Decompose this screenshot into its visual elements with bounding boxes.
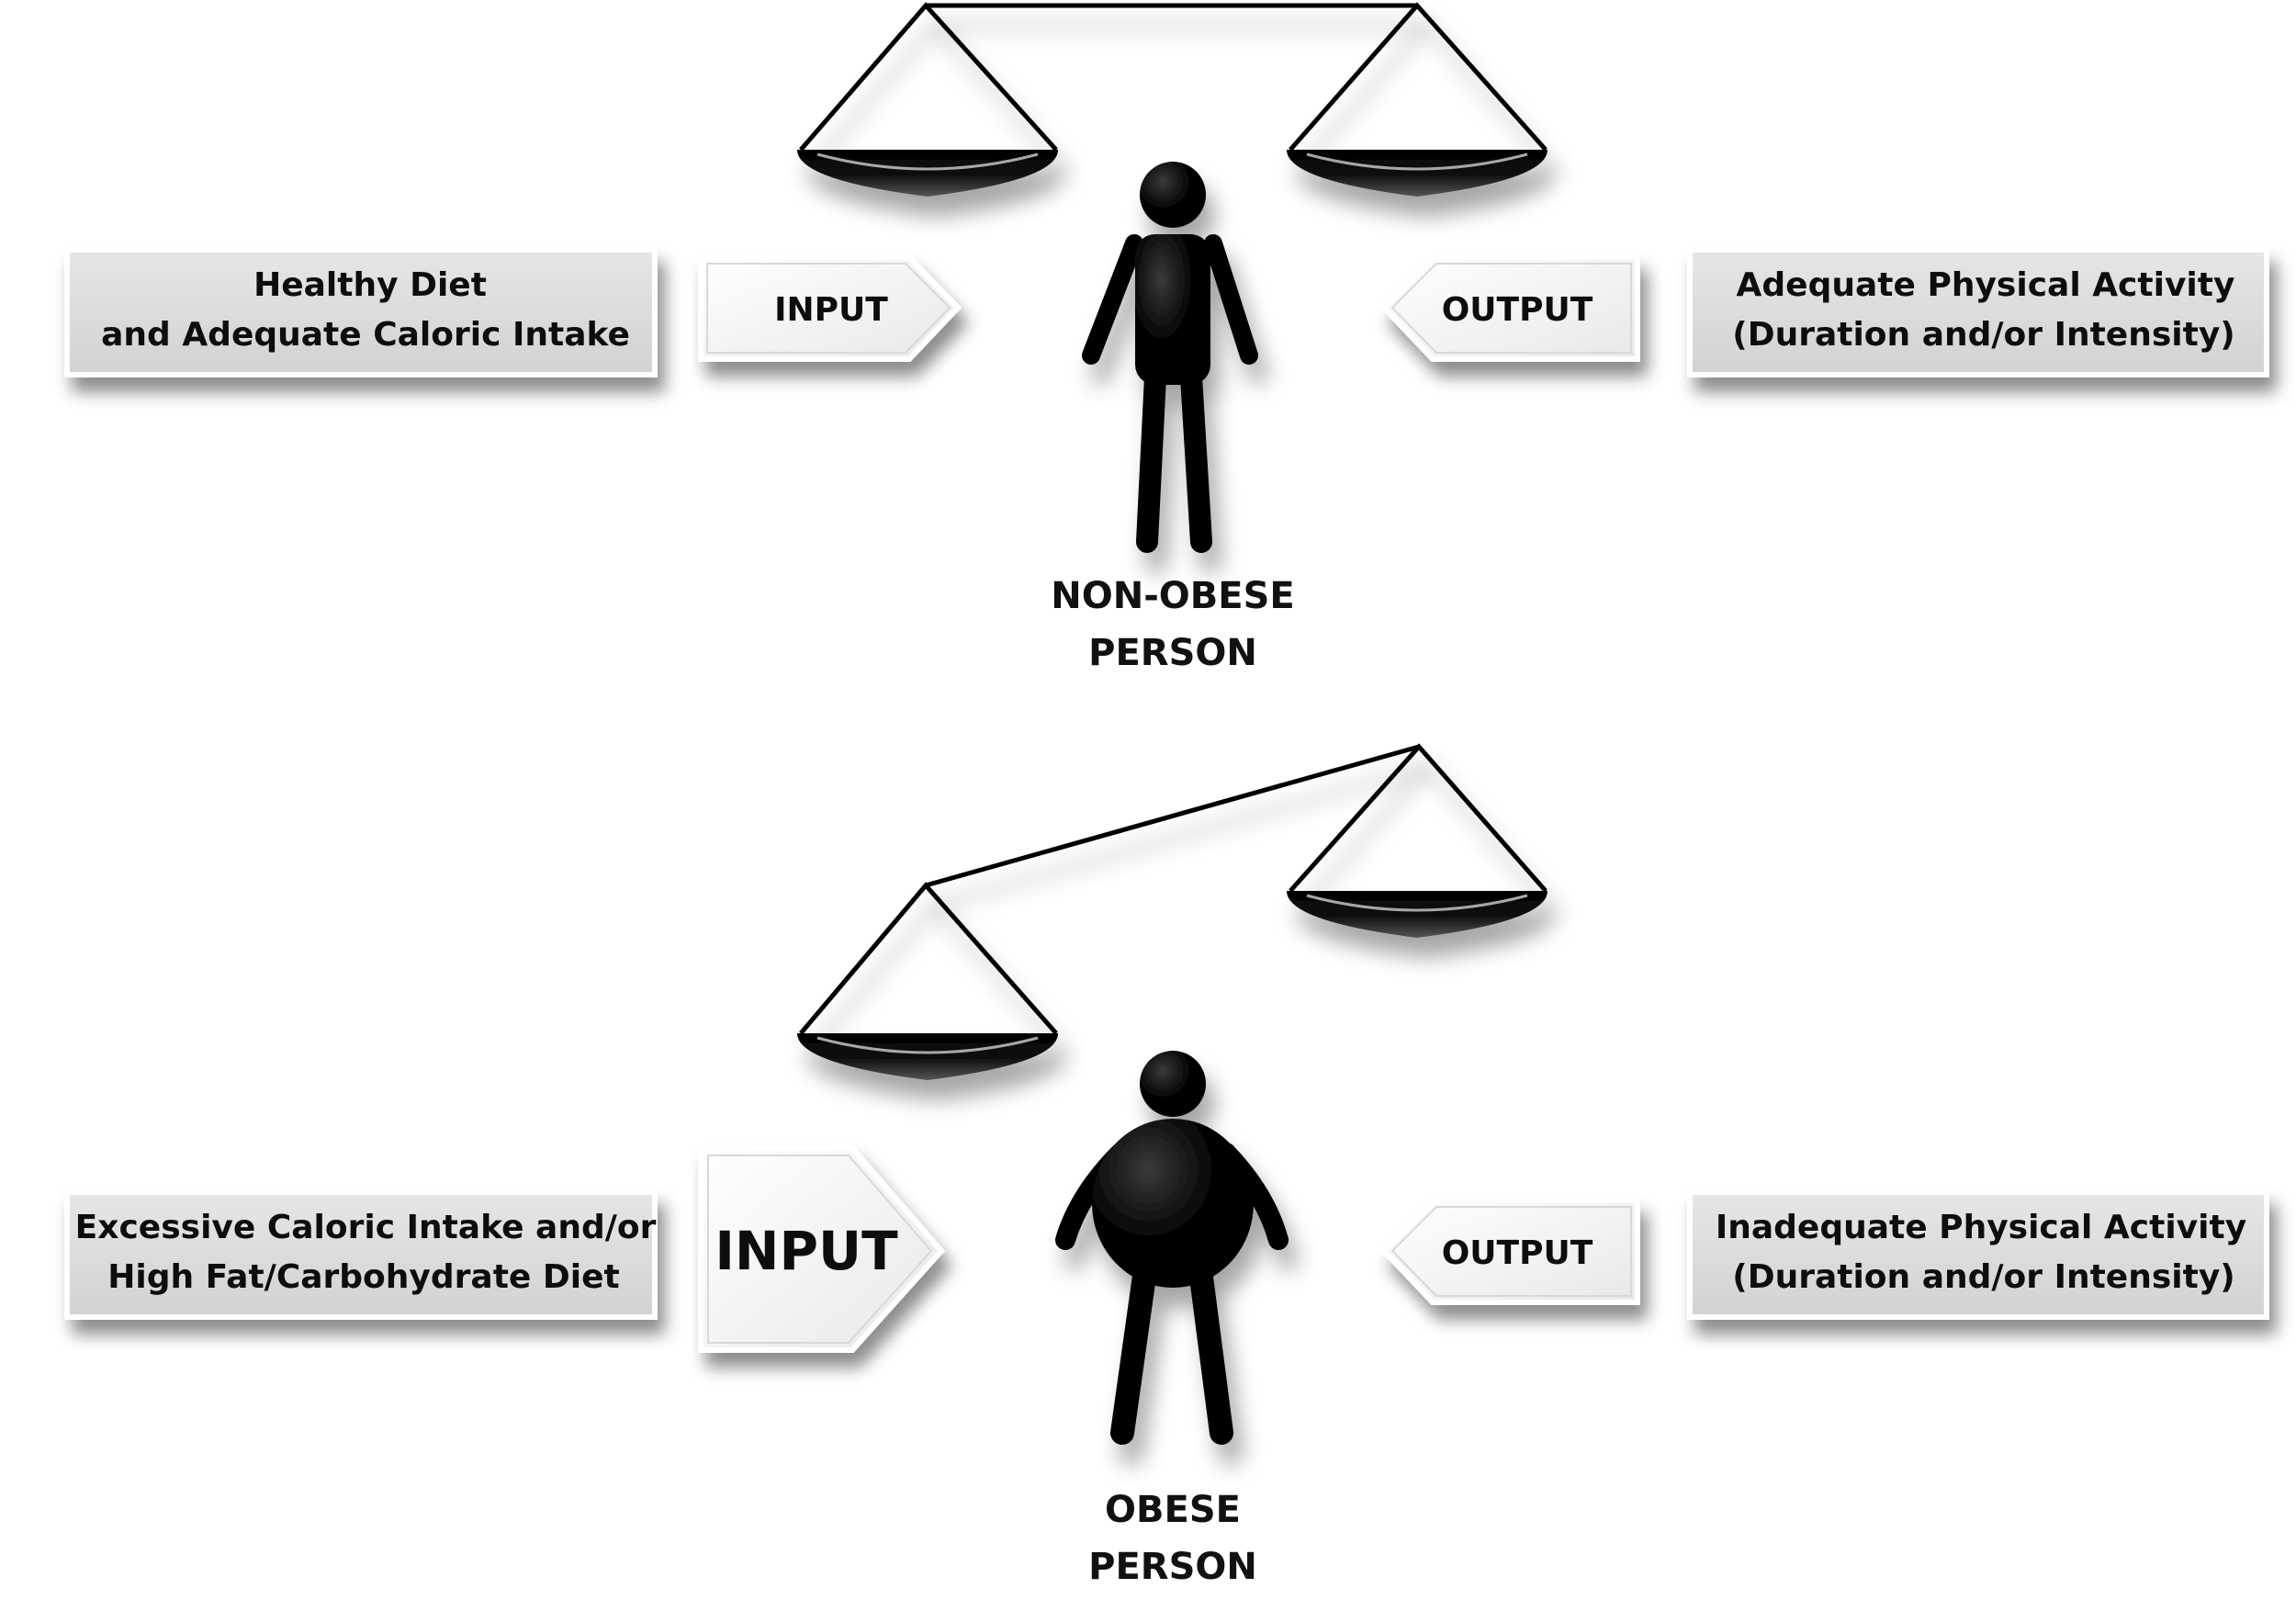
top-input-arrow: INPUT [698, 254, 962, 362]
excessive-intake-box: Excessive Caloric Intake and/or High Fat… [64, 1189, 658, 1320]
low-pan [797, 1033, 1058, 1080]
top-section: Healthy Diet and Adequate Caloric Intake… [64, 2, 2269, 674]
healthy-diet-line2: and Adequate Caloric Intake [101, 316, 630, 354]
person-right-leg [1180, 366, 1212, 553]
tilted-scale [797, 743, 1548, 1080]
inadequate-activity-line1: Inadequate Physical Activity [1716, 1209, 2246, 1246]
non-obese-person-label: NON-OBESE PERSON [1051, 575, 1295, 674]
bottom-input-arrow: INPUT [698, 1145, 945, 1353]
healthy-diet-line1: Healthy Diet [253, 266, 487, 304]
obese-person-head [1140, 1051, 1206, 1117]
inadequate-activity-box: Inadequate Physical Activity (Duration a… [1687, 1189, 2269, 1320]
right-pan [1287, 150, 1548, 197]
obese-person-figure [1055, 1051, 1289, 1445]
healthy-diet-box: Healthy Diet and Adequate Caloric Intake [64, 247, 658, 377]
non-obese-label-line2: PERSON [1088, 632, 1257, 674]
right-pan-strings [1289, 2, 1548, 152]
person-left-leg [1136, 366, 1166, 553]
bottom-output-arrow-label: OUTPUT [1442, 1234, 1593, 1272]
bottom-section: Excessive Caloric Intake and/or High Fat… [64, 743, 2269, 1588]
left-pan-strings [799, 2, 1058, 152]
obese-person-torso [1092, 1119, 1254, 1288]
balanced-scale [797, 2, 1548, 197]
adequate-activity-line2: (Duration and/or Intensity) [1732, 316, 2235, 354]
non-obese-label-line1: NON-OBESE [1051, 575, 1295, 617]
person-right-arm [1204, 234, 1258, 365]
person-left-arm [1082, 234, 1143, 365]
person-head [1140, 162, 1206, 228]
person-torso [1135, 234, 1210, 385]
obese-label-line1: OBESE [1105, 1489, 1241, 1531]
tilted-scale-beam [925, 744, 1420, 888]
adequate-activity-box: Adequate Physical Activity (Duration and… [1687, 247, 2269, 377]
adequate-activity-line1: Adequate Physical Activity [1737, 266, 2235, 304]
high-pan-strings [1289, 743, 1548, 893]
bottom-input-arrow-label: INPUT [715, 1220, 898, 1282]
top-output-arrow-label: OUTPUT [1442, 291, 1593, 329]
excessive-intake-line2: High Fat/Carbohydrate Diet [107, 1258, 619, 1296]
inadequate-activity-line2: (Duration and/or Intensity) [1732, 1258, 2235, 1296]
left-pan [797, 150, 1058, 197]
obese-person-label: OBESE PERSON [1088, 1489, 1257, 1588]
bottom-output-arrow: OUTPUT [1379, 1198, 1640, 1305]
top-input-arrow-label: INPUT [774, 291, 888, 329]
obese-person-left-leg [1110, 1251, 1158, 1445]
low-pan-strings [799, 882, 1058, 1035]
high-pan [1287, 891, 1548, 938]
non-obese-person-figure [1082, 162, 1258, 553]
excessive-intake-line1: Excessive Caloric Intake and/or [75, 1209, 657, 1246]
top-output-arrow: OUTPUT [1379, 254, 1640, 362]
obese-person-right-leg [1187, 1251, 1233, 1445]
obese-label-line2: PERSON [1088, 1546, 1257, 1588]
